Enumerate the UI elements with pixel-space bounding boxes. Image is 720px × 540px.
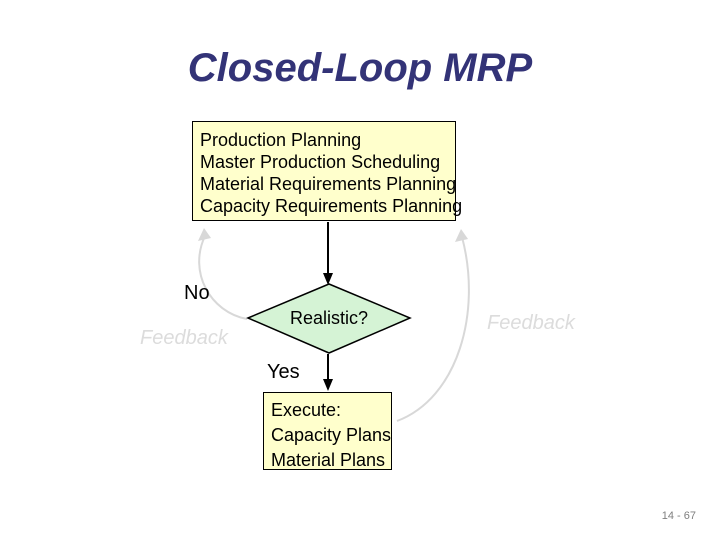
branch-yes-label: Yes (267, 361, 300, 383)
arrow-decision-to-execute-head-icon (323, 379, 333, 391)
execute-box-line: Execute: (271, 400, 342, 420)
planning-box-line: Capacity Requirements Planning (200, 196, 463, 216)
execute-box-line: Material Plans (271, 450, 386, 470)
execute-box: Execute: Capacity Plans Material Plans (263, 392, 392, 470)
planning-box-line: Master Production Scheduling (200, 152, 441, 172)
planning-box: Production Planning Master Production Sc… (192, 121, 463, 221)
slide-title: Closed-Loop MRP (187, 46, 533, 90)
decision-label: Realistic? (289, 308, 369, 328)
branch-no-label: No (184, 282, 210, 304)
feedback-curve-left (198, 235, 248, 320)
feedback-label-left: Feedback (140, 327, 228, 349)
page-number: 14 - 67 (661, 510, 696, 522)
feedback-curve-left-arrowhead-icon (198, 228, 211, 241)
feedback-curve-right-arrowhead-icon (455, 229, 468, 242)
execute-box-line: Capacity Plans (271, 425, 392, 445)
planning-box-line: Production Planning (200, 130, 362, 150)
feedback-curve-right (396, 236, 470, 422)
planning-box-line: Material Requirements Planning (200, 174, 457, 194)
arrow-planning-to-decision-head-icon (323, 273, 333, 285)
feedback-label-right: Feedback (487, 312, 575, 334)
